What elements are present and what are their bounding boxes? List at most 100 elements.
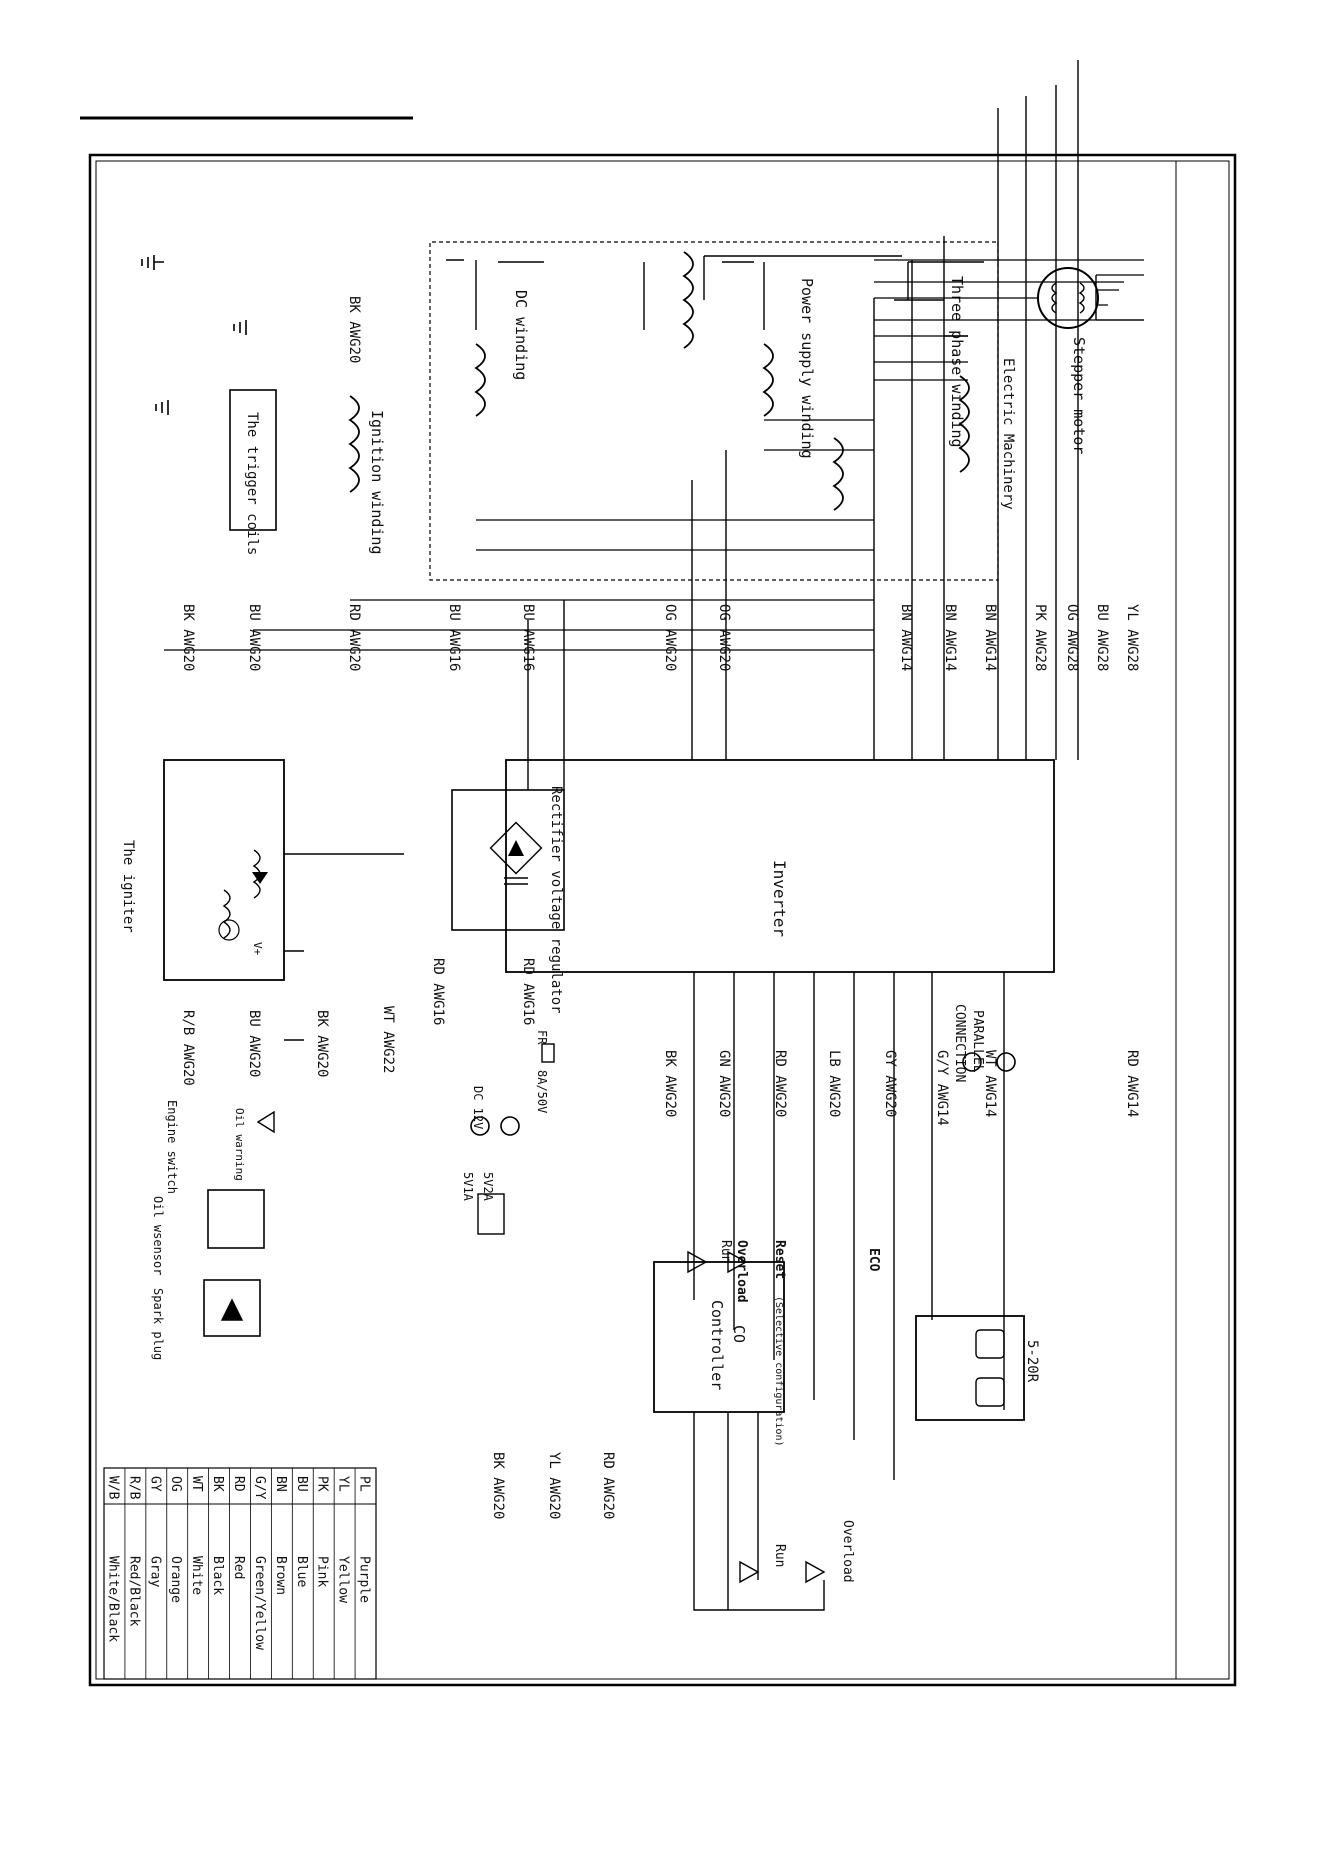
wire-label-bk20-gnd: BK AWG20 — [180, 604, 196, 671]
wire-label-bk20-oil: BK AWG20 — [314, 1010, 330, 1077]
legend-color-name: Purple — [357, 1556, 372, 1603]
legend-color-name: Green/Yellow — [252, 1556, 267, 1650]
wire-label-rd14: RD AWG14 — [1124, 1050, 1140, 1117]
wire-label-bk20: BK AWG20 — [662, 1050, 678, 1117]
wire-label-rd16-a: RD AWG16 — [520, 958, 536, 1025]
rectifier-label: Rectifier voltage regulator — [548, 786, 564, 1014]
wire-label-gy20: GY AWG20 — [882, 1050, 898, 1117]
wire-label-lb20: LB AWG20 — [826, 1050, 842, 1117]
legend-code: PL — [357, 1476, 372, 1492]
legend-color-name: Red — [231, 1556, 246, 1579]
drawing-frame — [88, 153, 1237, 1687]
wire-label-bn14-v2: BN AWG14 — [898, 604, 914, 671]
ignition-coil — [348, 395, 360, 493]
overload-co-label: Overload — [840, 1520, 855, 1583]
eco-label: ECO — [866, 1248, 881, 1272]
dc-coil — [474, 343, 486, 417]
regulator-capacitor — [504, 877, 528, 885]
reset-note: (Selective configuration) — [773, 1296, 784, 1447]
wire-label-bn14-u: BN AWG14 — [982, 604, 998, 671]
oil-warning-led — [256, 1110, 275, 1134]
legend-color-name: White — [189, 1556, 204, 1595]
parallel-label-2: CONNECTION — [952, 1004, 967, 1082]
legend-code: R/B — [126, 1476, 141, 1500]
wire-label-bu16-a: BU AWG16 — [520, 604, 536, 671]
igniter-diode — [252, 872, 268, 884]
legend-code: PK — [315, 1476, 330, 1492]
legend-code: RD — [231, 1476, 246, 1492]
wire-label-wt14: WT AWG14 — [982, 1050, 998, 1117]
wire-label-rd20: RD AWG20 — [772, 1050, 788, 1117]
oil-warning-label: Oil warning — [233, 1108, 246, 1181]
wire-label-pk28: PK AWG28 — [1032, 604, 1048, 671]
igniter-transistor — [218, 919, 240, 941]
fuse-label: FR — [535, 1030, 549, 1045]
wire-label-gn20: GN AWG20 — [716, 1050, 732, 1117]
dc-label: DC 12V — [471, 1086, 485, 1129]
spark-plug-label: Spark plug — [151, 1288, 165, 1360]
legend-code: YL — [336, 1476, 351, 1492]
wire-label-og28: OG AWG28 — [1064, 604, 1080, 671]
ground-symbol — [141, 255, 164, 270]
three-phase-coil-right — [832, 437, 844, 511]
rectifier-box — [451, 789, 565, 931]
overload-inv-led — [727, 1250, 748, 1274]
wire-label-yl28: YL AWG28 — [1124, 604, 1140, 671]
three-phase-coil-top — [958, 375, 970, 473]
spark-plug-box — [203, 1279, 261, 1337]
parallel-label-1: PARALLEL — [970, 1010, 985, 1073]
trigger-coils-label: The trigger coils — [244, 412, 260, 555]
wire-label-bn14-v1: BN AWG14 — [942, 604, 958, 671]
ground-symbol — [233, 320, 247, 335]
run-inv-led — [687, 1250, 708, 1274]
wire-label-bu20-ts: BU AWG20 — [246, 604, 262, 671]
legend-code: GY — [147, 1476, 162, 1492]
dc-socket — [470, 1116, 490, 1136]
dc-winding-label: DC winding — [512, 290, 530, 380]
parallel-terminal — [962, 1052, 982, 1072]
wire-label-co-yl20: YL AWG20 — [546, 1452, 562, 1519]
legend-color-name: Brown — [273, 1556, 288, 1595]
co-controller-box — [653, 1261, 785, 1413]
usb-label-2: 5V1A — [461, 1172, 475, 1202]
rotated-schematic: Stepper motor Electric Machinery Three p… — [120, 60, 1144, 1611]
legend-color-name: Black — [210, 1556, 225, 1595]
wire-label-bk20-ign: BK AWG20 — [346, 296, 362, 363]
legend-code: WT — [189, 1476, 204, 1492]
receptacle-outlet — [975, 1329, 1005, 1359]
engine-switch-label: Engine switch — [165, 1100, 179, 1194]
reset-label: Reset — [772, 1240, 787, 1279]
fuse-rating: 8A/50V — [535, 1070, 549, 1113]
color-legend: PLPurpleYLYellowPKPinkBUBlueBNBrownG/YGr… — [103, 1467, 377, 1680]
legend-code: W/B — [105, 1476, 120, 1500]
igniter-label: The igniter — [120, 840, 136, 933]
legend-code: BU — [294, 1476, 309, 1492]
wire-label-rd20-ip: RD AWG20 — [346, 604, 362, 671]
legend-color-name: Blue — [294, 1556, 309, 1587]
legend-code: G/Y — [252, 1476, 267, 1500]
run-inv-label: Run — [718, 1240, 733, 1263]
parallel-terminal — [996, 1052, 1016, 1072]
receptacle-5-20r — [915, 1315, 1025, 1421]
dc-socket — [500, 1116, 520, 1136]
wire-label-co-bk20: BK AWG20 — [490, 1452, 506, 1519]
wire-label-gy14: G/Y AWG14 — [934, 1050, 950, 1126]
legend-color-name: Gray — [147, 1556, 162, 1587]
igniter-box — [163, 759, 285, 981]
electric-machinery-label: Electric Machinery — [1000, 358, 1016, 510]
trigger-coils-box — [229, 389, 277, 531]
ground-symbol — [155, 400, 169, 415]
ignition-winding-label: Ignition winding — [368, 410, 386, 555]
oil-sensor-label: Oil wsensor — [151, 1196, 165, 1275]
stepper-motor-label: Stepper motor — [1070, 337, 1088, 454]
stepper-motor-coil — [1051, 282, 1085, 314]
wire-label-bu16-b: BU AWG16 — [446, 604, 462, 671]
wire-label-og20-a: OG AWG20 — [716, 604, 732, 671]
overload-inv-label: Overload — [734, 1240, 749, 1303]
run-co-label: Run — [772, 1544, 787, 1567]
co-controller-label-2: Controller — [708, 1300, 726, 1390]
legend-code: BN — [273, 1476, 288, 1492]
inverter-label: Inverter — [770, 860, 789, 937]
wire-label-bu20-led: BU AWG20 — [246, 1010, 262, 1077]
